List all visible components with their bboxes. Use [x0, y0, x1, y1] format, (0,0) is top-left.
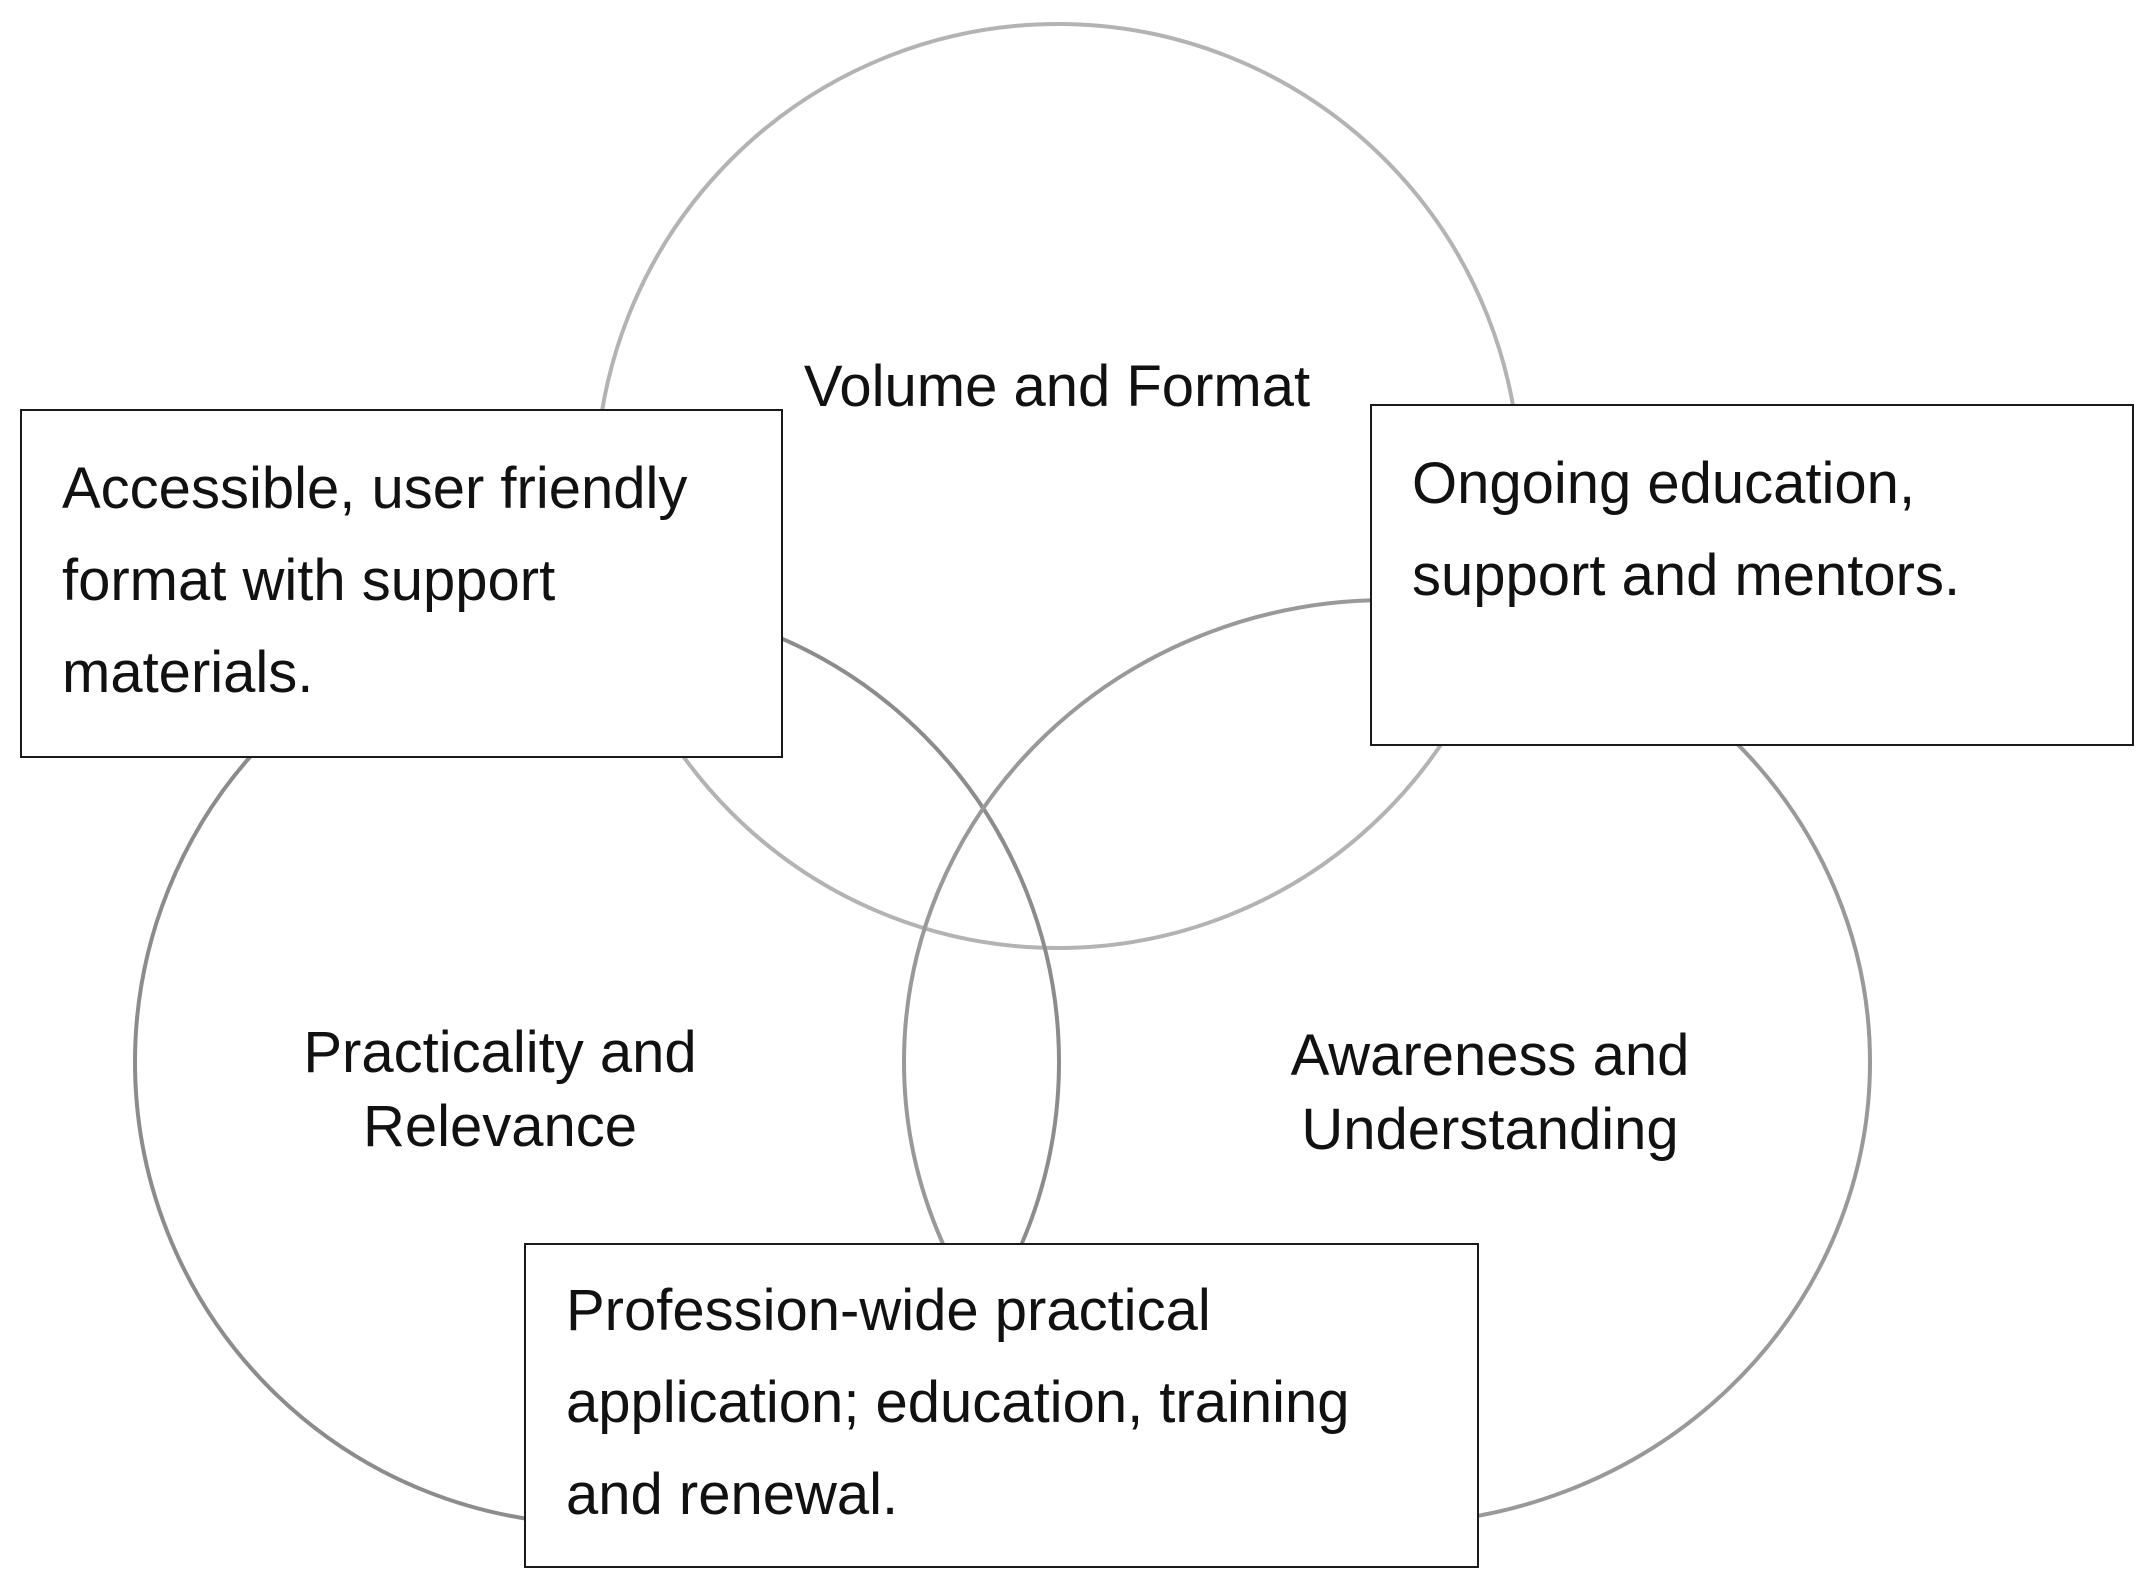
label-practicality-relevance: Practicality and Relevance [250, 1016, 750, 1164]
box-accessible-format: Accessible, user friendly format with su… [20, 409, 783, 758]
label-line: Awareness and [1290, 1023, 1690, 1088]
box-line: support and mentors. [1412, 543, 1961, 608]
box-line: and renewal. [566, 1462, 899, 1527]
box-line: application; education, training [566, 1370, 1350, 1435]
box-profession-wide: Profession-wide practical application; e… [524, 1243, 1479, 1568]
label-line: Understanding [1301, 1097, 1679, 1162]
box-line: Profession-wide practical [566, 1278, 1211, 1343]
label-line: Relevance [362, 1094, 638, 1159]
box-line: Accessible, user friendly [62, 456, 688, 521]
label-line: Volume and Format [803, 354, 1311, 419]
box-line: materials. [62, 640, 314, 705]
label-line: Practicality and [303, 1020, 697, 1085]
box-ongoing-education: Ongoing education, support and mentors. [1370, 404, 2134, 746]
box-line: Ongoing education, [1412, 451, 1916, 516]
label-awareness-understanding: Awareness and Understanding [1240, 1019, 1740, 1167]
box-line: format with support [62, 548, 556, 613]
label-volume-format: Volume and Format [757, 350, 1357, 424]
